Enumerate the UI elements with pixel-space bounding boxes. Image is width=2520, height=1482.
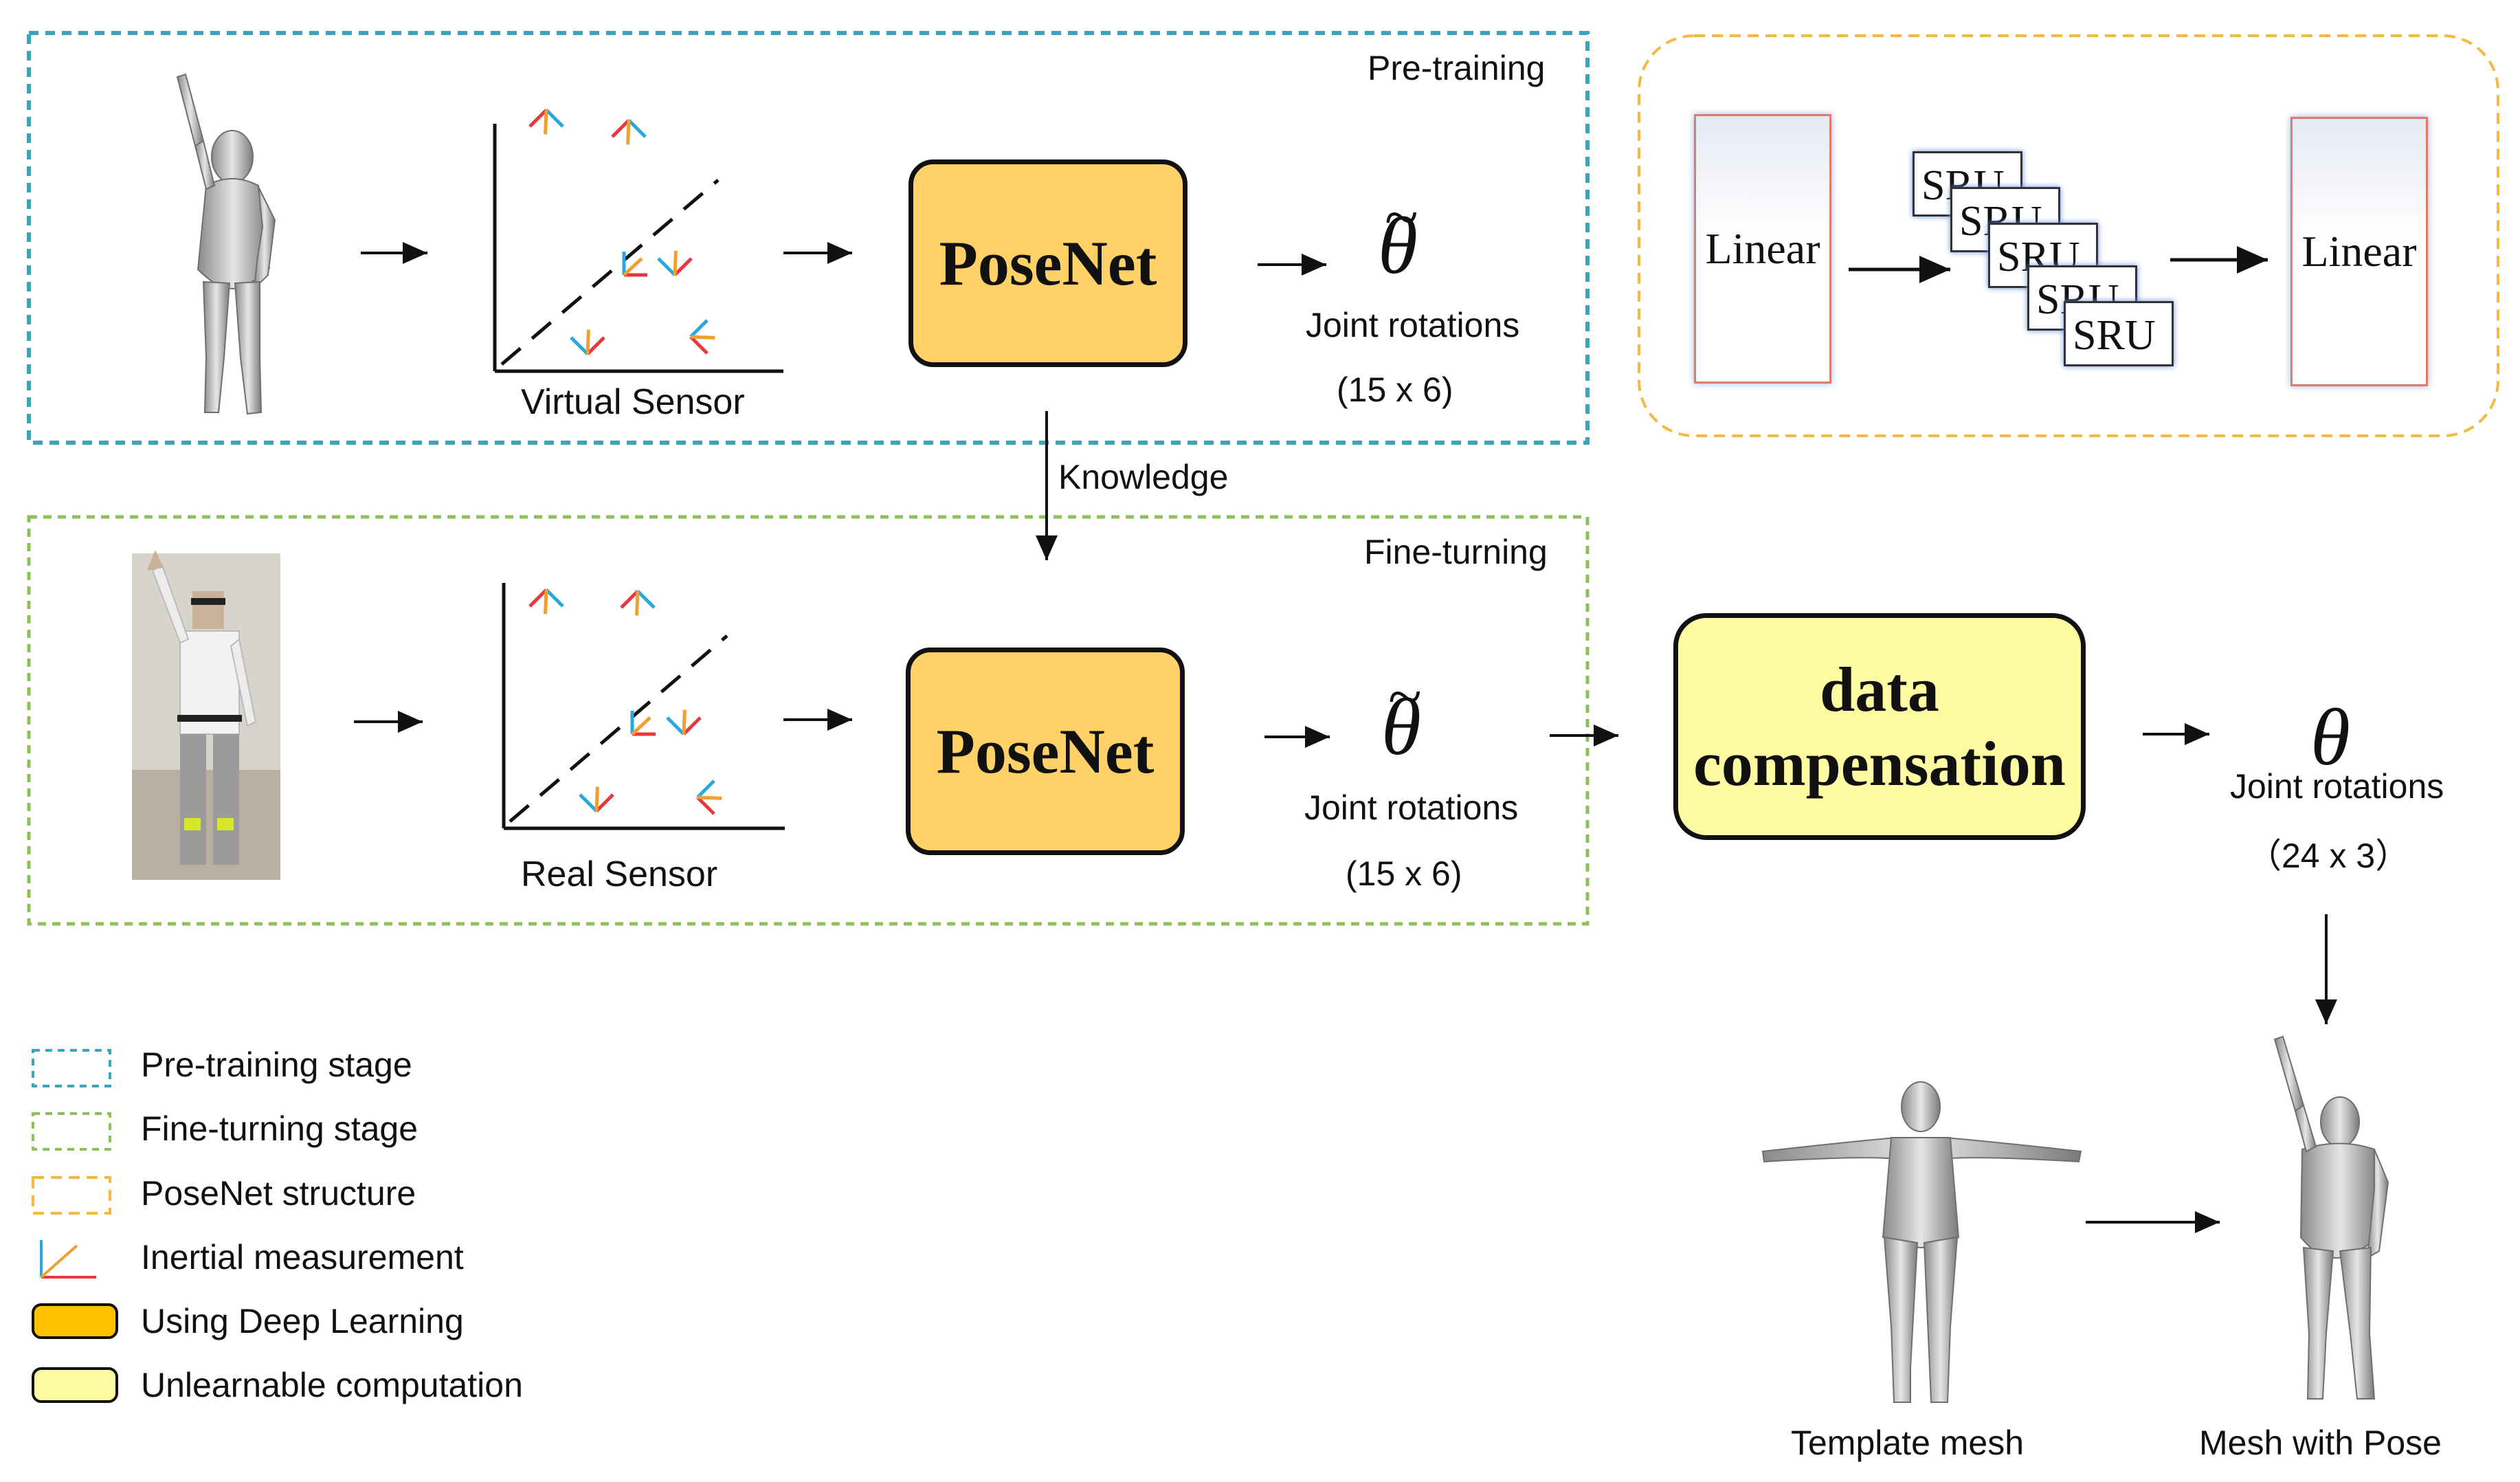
legend-label-structure: PoseNet structure	[141, 1174, 416, 1213]
pretraining-frame	[27, 31, 1590, 445]
inertial-axis-icon	[612, 120, 645, 153]
finetuning-frame	[27, 515, 1590, 926]
pretraining-output-label: Joint rotations	[1306, 306, 1520, 344]
legend-swatch-structure	[32, 1176, 111, 1215]
posed-mesh	[2273, 1035, 2389, 1400]
finetuning-output-dims: (15 x 6)	[1346, 854, 1462, 893]
virtual-sensor-plot	[493, 110, 783, 373]
structure-linear-input: Linear	[1694, 114, 1831, 384]
pretraining-output-dims: (15 x 6)	[1337, 370, 1453, 409]
legend-swatch-pretraining	[32, 1049, 111, 1087]
real-sensor-label: Real Sensor	[521, 854, 718, 894]
compensation-line1: data	[1820, 654, 1939, 725]
legend-swatch-inertial	[40, 1240, 96, 1279]
template-mesh-label: Template mesh	[1791, 1424, 2025, 1462]
real-sensor-plot	[502, 583, 785, 830]
posed-mesh-label: Mesh with Pose	[2199, 1424, 2442, 1462]
legend-label-finetuning: Fine-turning stage	[141, 1109, 419, 1148]
legend-label-inertial: Inertial measurement	[141, 1238, 464, 1276]
inertial-axis-icon	[667, 701, 700, 734]
theta-final: θ	[2310, 692, 2350, 782]
inertial-axis-icon	[571, 321, 604, 354]
legend-swatches	[32, 1049, 118, 1403]
knowledge-label: Knowledge	[1058, 458, 1229, 496]
inertial-axis-icon	[580, 778, 613, 811]
inertial-axis-icon	[621, 591, 654, 624]
final-output-label: Joint rotations	[2230, 767, 2444, 806]
posenet-pretraining-box: PoseNet	[908, 159, 1187, 367]
legend-label-unlearnable: Unlearnable computation	[141, 1366, 523, 1404]
template-mesh	[1761, 1081, 2082, 1403]
legend-label-deep-learning: Using Deep Learning	[141, 1302, 464, 1340]
inertial-axis-icon	[530, 590, 563, 623]
inertial-axis-icon	[658, 242, 691, 275]
tilde-mark: ~	[1385, 184, 1418, 252]
finetuning-output-label: Joint rotations	[1304, 788, 1519, 827]
virtual-body-mesh	[176, 73, 276, 415]
compensation-line2: compensation	[1693, 729, 2066, 799]
legend-swatch-unlearnable	[32, 1367, 118, 1403]
legend-swatch-deep-learning	[32, 1303, 118, 1339]
inertial-axis-icon	[698, 781, 731, 814]
virtual-sensor-label: Virtual Sensor	[521, 382, 745, 422]
sru-layer-5: SRU	[2064, 301, 2174, 366]
inertial-axis-icon	[691, 320, 724, 353]
real-subject-photo	[132, 550, 280, 880]
finetuning-stage-label: Fine-turning	[1364, 533, 1548, 571]
tilde-mark: ~	[1388, 663, 1422, 731]
structure-linear-output: Linear	[2290, 117, 2428, 386]
pretraining-stage-label: Pre-training	[1368, 49, 1546, 87]
legend-label-pretraining: Pre-training stage	[141, 1046, 412, 1084]
theta-tilde-pretraining: θ	[1378, 201, 1418, 291]
posenet-finetuning-box: PoseNet	[906, 648, 1185, 855]
theta-tilde-finetuning: θ	[1381, 682, 1421, 772]
inertial-axis-icon	[530, 110, 563, 143]
final-output-dims: （24 x 3）	[2247, 837, 2410, 875]
legend-swatch-finetuning	[32, 1112, 111, 1151]
data-compensation-box: data compensation	[1673, 613, 2086, 840]
